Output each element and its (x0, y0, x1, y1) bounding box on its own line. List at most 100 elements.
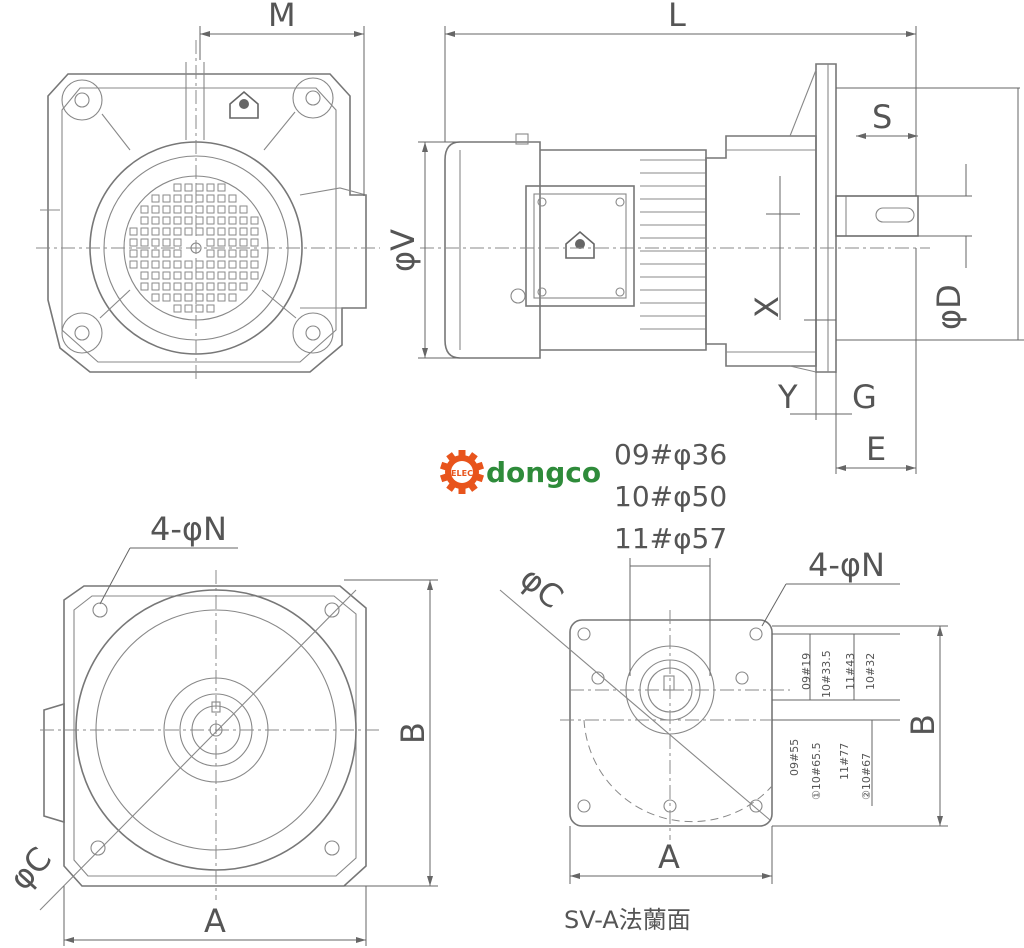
vent-hole (239, 227, 248, 236)
vent-hole (184, 282, 193, 291)
vent-hole (250, 249, 259, 258)
table-cell: 10#32 (864, 653, 877, 690)
vent-hole (151, 260, 160, 269)
dim-y-label: Y (777, 378, 798, 416)
end-view: M (36, 0, 380, 380)
vent-hole (195, 183, 204, 192)
vent-hole (228, 205, 237, 214)
vent-hole (162, 227, 171, 236)
vent-hole (140, 260, 149, 269)
vent-hole (239, 282, 248, 291)
dim-phi-v-label: φV (384, 229, 422, 272)
vent-hole (129, 238, 138, 247)
vent-hole (162, 271, 171, 280)
vent-hole (173, 249, 182, 258)
vent-hole (162, 293, 171, 302)
vent-hole (228, 282, 237, 291)
vent-hole (173, 271, 182, 280)
vent-hole (140, 271, 149, 280)
vent-hole (173, 216, 182, 225)
vent-hole (217, 227, 226, 236)
vent-hole (195, 194, 204, 203)
vent-hole (173, 183, 182, 192)
warning-sign-icon (565, 230, 595, 259)
table-cell: 10#33.5 (820, 650, 833, 698)
shaft-size-item: 11#φ57 (614, 522, 727, 555)
vent-hole (217, 216, 226, 225)
vent-hole (217, 205, 226, 214)
vent-hole (250, 227, 259, 236)
dim-m-label: M (268, 0, 296, 34)
vent-hole (239, 216, 248, 225)
brand-logo: ELEC dongco (439, 450, 601, 494)
vent-hole (151, 194, 160, 203)
vent-hole (195, 304, 204, 313)
dim-x-label: X (748, 296, 786, 318)
vent-hole (195, 271, 204, 280)
vent-hole (217, 194, 226, 203)
vent-hole (228, 293, 237, 302)
vent-hole (239, 205, 248, 214)
vent-hole (140, 282, 149, 291)
vent-hole (151, 271, 160, 280)
br-phi-c-label: φC (513, 559, 571, 616)
vent-hole (228, 227, 237, 236)
vent-hole (206, 260, 215, 269)
bl-phi-c-label: φC (2, 840, 59, 898)
br-b-label: B (904, 714, 942, 736)
vent-hole (151, 282, 160, 291)
bl-a-label: A (204, 902, 226, 940)
gear-icon: ELEC (439, 450, 485, 494)
vent-hole (206, 205, 215, 214)
dim-l-label: L (668, 0, 686, 34)
table-cell: 11#43 (844, 653, 857, 690)
vent-hole (195, 227, 204, 236)
gear-tooth (458, 487, 466, 494)
vent-hole (206, 238, 215, 247)
vent-hole (228, 216, 237, 225)
vent-hole (129, 249, 138, 258)
vent-hole (162, 249, 171, 258)
vent-hole (162, 205, 171, 214)
vent-hole (162, 282, 171, 291)
vent-hole (151, 227, 160, 236)
vent-hole (206, 183, 215, 192)
logo-badge-text: ELEC (451, 469, 473, 478)
vent-hole (173, 238, 182, 247)
vent-hole (228, 238, 237, 247)
br-4n-label: 4-φN (808, 546, 885, 584)
vent-hole (162, 238, 171, 247)
vent-hole (184, 293, 193, 302)
vent-hole (173, 304, 182, 313)
bl-b-label: B (394, 722, 432, 744)
vent-hole (195, 205, 204, 214)
vent-hole (140, 205, 149, 214)
vent-hole (217, 249, 226, 258)
cooling-fins (640, 159, 706, 330)
side-view: L φV S φD X Y G E (384, 0, 1024, 474)
dim-g-label: G (852, 378, 877, 416)
vent-hole (184, 194, 193, 203)
vent-hole (173, 282, 182, 291)
vent-hole (184, 227, 193, 236)
vent-hole (206, 249, 215, 258)
vent-hole (195, 293, 204, 302)
logo-name: dongco (486, 456, 601, 489)
vent-hole (206, 216, 215, 225)
vent-hole (140, 216, 149, 225)
vent-hole (228, 249, 237, 258)
bl-4n-label: 4-φN (150, 510, 227, 548)
table-cell: ②10#67 (860, 753, 873, 800)
gear-tooth (458, 450, 466, 457)
vent-hole (217, 260, 226, 269)
vent-hole (206, 282, 215, 291)
vent-hole (151, 238, 160, 247)
shaft-size-item: 10#φ50 (614, 480, 727, 513)
vent-hole (173, 205, 182, 214)
vent-hole (162, 194, 171, 203)
vent-hole (151, 293, 160, 302)
vent-hole (250, 216, 259, 225)
table-cell: 11#77 (838, 743, 851, 780)
flange-front-view: 4-φN B φC A (2, 510, 438, 946)
vent-hole (173, 260, 182, 269)
